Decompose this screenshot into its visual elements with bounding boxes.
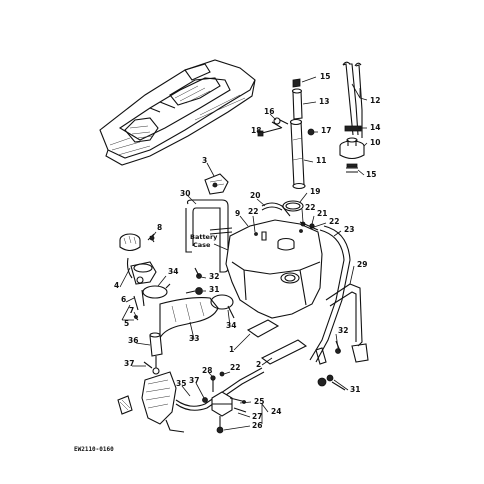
breather-assembly (339, 61, 365, 173)
callout-7: 7 (129, 306, 134, 315)
callout-17: 17 (321, 126, 331, 135)
bracket-part-3 (204, 173, 229, 195)
callout-6: 6 (121, 295, 126, 304)
callout-31: 31 (350, 385, 360, 394)
callout-1: 1 (229, 345, 234, 354)
callout-13: 13 (319, 97, 329, 106)
vent-pipe-assembly (257, 78, 315, 190)
callout-22: 22 (230, 363, 240, 372)
callout-21: 21 (317, 209, 327, 218)
callout-14: 14 (370, 123, 380, 132)
filler-fittings (261, 200, 319, 231)
callout-9: 9 (235, 209, 240, 218)
callout-31: 31 (209, 285, 219, 294)
callout-22: 22 (329, 217, 339, 226)
callout-37: 37 (189, 376, 199, 385)
cap-assembly-left (119, 233, 157, 321)
callout-15: 15 (366, 170, 376, 179)
callout-22: 22 (305, 203, 315, 212)
battery-case-label: Battery Case (190, 233, 229, 251)
callout-28: 28 (202, 366, 212, 375)
battery-case-line-1: Battery (190, 233, 218, 241)
callout-34: 34 (226, 321, 236, 330)
callout-33: 33 (189, 334, 199, 343)
fuel-tank-part-9 (225, 219, 323, 319)
drawing-code: EW2110-0160 (74, 446, 114, 453)
callout-12: 12 (370, 96, 380, 105)
callout-37: 37 (124, 359, 134, 368)
callout-5: 5 (124, 319, 129, 328)
strap-part-29 (315, 283, 369, 365)
callout-8: 8 (157, 223, 162, 232)
pads (246, 319, 308, 365)
fasteners-right (317, 340, 346, 391)
callout-3: 3 (202, 156, 207, 165)
callout-30: 30 (180, 189, 190, 198)
callout-18: 18 (251, 126, 261, 135)
callout-25: 25 (254, 397, 264, 406)
callout-24: 24 (271, 407, 281, 416)
callout-20: 20 (250, 191, 260, 200)
callout-4: 4 (114, 281, 119, 290)
battery-case-line-2: Case (193, 241, 211, 249)
pump-assembly (117, 332, 265, 434)
callout-34: 34 (168, 267, 178, 276)
callout-26: 26 (252, 421, 262, 430)
callout-2: 2 (256, 360, 261, 369)
callout-11: 11 (316, 156, 326, 165)
callout-35: 35 (176, 379, 186, 388)
callout-27: 27 (252, 412, 262, 421)
callout-23: 23 (344, 225, 354, 234)
watercraft-illustration (99, 59, 256, 166)
hose-part-23 (309, 225, 351, 363)
callout-15: 15 (320, 72, 330, 81)
callout-19: 19 (310, 187, 320, 196)
callout-10: 10 (370, 138, 380, 147)
hose-and-bands (142, 267, 235, 339)
callout-32: 32 (209, 272, 219, 281)
callout-36: 36 (128, 336, 138, 345)
callout-32: 32 (338, 326, 348, 335)
callout-22: 22 (248, 207, 258, 216)
callout-29: 29 (357, 260, 367, 269)
callout-16: 16 (264, 107, 274, 116)
leader-lines (119, 76, 368, 431)
